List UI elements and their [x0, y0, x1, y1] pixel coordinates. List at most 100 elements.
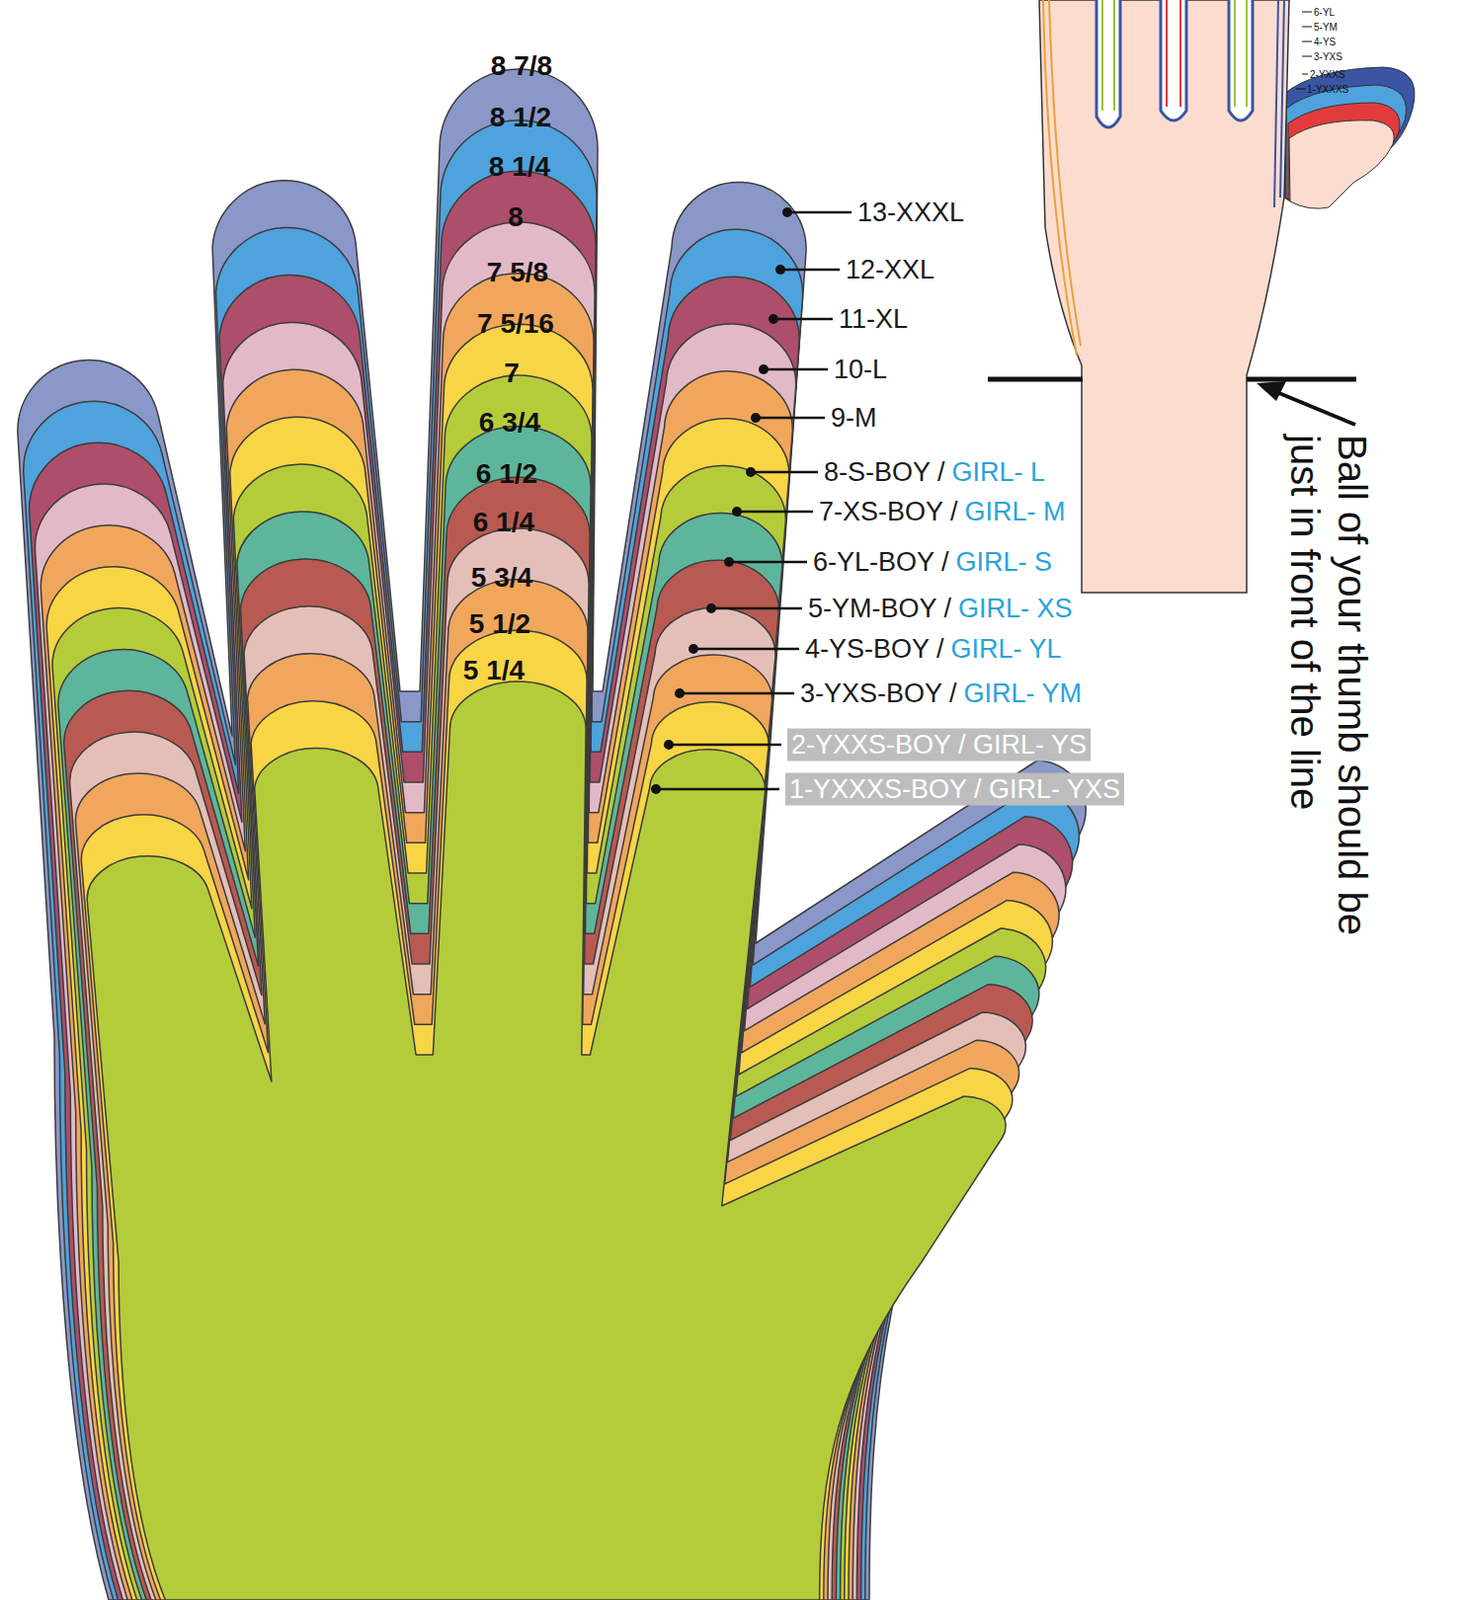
girl-size-label: GIRL- YM — [964, 678, 1083, 710]
glove-size-number: 6 1/4 — [473, 506, 535, 539]
inset-size-label: 3-YXS — [1313, 51, 1343, 63]
leader-line — [655, 788, 780, 792]
leader-dot — [782, 207, 793, 218]
glove-size-number: 5 1/4 — [463, 654, 525, 687]
leader-line — [755, 416, 825, 420]
inset-size-label: 1-YXXXS — [1306, 83, 1349, 95]
boy-size-label: 13-XXXL — [857, 197, 965, 229]
hand-size-outline — [40, 273, 1059, 1600]
hand-size-outline — [29, 170, 1073, 1600]
glove-size-number: 8 1/2 — [489, 101, 552, 134]
glove-size-number: 7 5/8 — [487, 256, 549, 288]
leader-line — [750, 471, 818, 475]
instruction-note: Ball of your thumb should be just in fro… — [1283, 434, 1375, 936]
instruction-note: Ball of your thumb should be just in fro… — [1281, 434, 1377, 988]
leader-line — [773, 318, 833, 322]
size-label-row: 8-S-BOY /GIRL- L — [823, 457, 1046, 488]
size-label-row: 4-YS-BOY /GIRL- YL — [805, 634, 1062, 665]
boy-size-label: 7-XS-BOY / — [818, 496, 959, 528]
hand-outlines — [17, 69, 1086, 1600]
inset-size-label: 2-YXXS — [1309, 69, 1346, 81]
leader-line — [787, 211, 852, 215]
inset-size-label: 5-YM — [1313, 21, 1338, 33]
glove-size-number: 6 1/4 — [473, 506, 535, 538]
glove-size-number: 7 5/16 — [477, 308, 555, 339]
inset-size-label: 1-YXXXS — [1306, 83, 1349, 95]
size-label-row: 1-YXXXS-BOY / GIRL- YXS — [785, 773, 1125, 807]
girl-size-label: GIRL- YL — [951, 634, 1062, 665]
glove-size-number: 5 3/4 — [471, 562, 533, 594]
leader-dot — [745, 467, 756, 478]
size-label-row: 7-XS-BOY /GIRL- M — [818, 496, 1066, 528]
leader-line — [679, 692, 795, 696]
glove-size-number: 8 1/2 — [489, 101, 552, 133]
boy-size-label: 6-YL-BOY / — [812, 547, 950, 578]
leader-dot — [663, 739, 674, 750]
glove-size-number: 6 3/4 — [479, 406, 541, 439]
boy-size-label: 8-S-BOY / — [823, 457, 946, 488]
arrow-head — [1256, 381, 1287, 402]
glove-size-number: 5 1/2 — [469, 608, 531, 641]
size-label-row: 3-YXS-BOY /GIRL- YM — [800, 678, 1082, 710]
wrist-line — [1246, 377, 1357, 383]
boy-size-label: 12-XXL — [845, 254, 935, 286]
hand-size-outline — [52, 375, 1047, 1600]
glove-size-number: 5 1/2 — [469, 608, 531, 640]
boy-size-label: 4-YS-BOY / — [805, 634, 945, 665]
leader-dot — [731, 506, 742, 517]
boy-size-label: 10-L — [833, 354, 888, 386]
size-label-row: 12-XXL — [845, 254, 935, 286]
size-label-row: 2-YXXS-BOY / GIRL- YS — [787, 729, 1091, 762]
boy-size-label: 3-YXS-BOY / — [800, 678, 958, 710]
size-label-row: 6-YL-BOY /GIRL- S — [812, 547, 1053, 578]
glove-size-number: 5 3/4 — [471, 562, 533, 593]
inset-size-label: 6-YL — [1313, 6, 1335, 18]
glove-size-number: 6 1/2 — [476, 458, 538, 490]
glove-size-number: 8 7/8 — [490, 50, 553, 82]
boy-size-label: 9-M — [830, 403, 878, 434]
leader-dot — [758, 364, 769, 375]
inset-size-label: 5-YM — [1313, 21, 1338, 33]
girl-size-label: GIRL- M — [965, 496, 1066, 528]
hand-size-outline — [17, 69, 1086, 1600]
leader-dot — [706, 603, 717, 614]
girl-size-label: GIRL- L — [952, 457, 1047, 488]
hand-size-outline — [70, 528, 1027, 1600]
hand-size-outline — [34, 222, 1065, 1600]
inset-size-label: 4-YS — [1313, 36, 1336, 48]
size-label-row: 10-L — [833, 354, 888, 386]
leader-line — [711, 607, 803, 611]
glove-size-number: 8 1/4 — [488, 151, 551, 183]
boy-size-label: 5-YM-BOY / — [808, 593, 952, 625]
leader-line — [736, 510, 813, 514]
pointer-arrow — [1274, 391, 1356, 425]
glove-size-number: 7 5/8 — [487, 256, 549, 289]
glove-size-number: 8 7/8 — [490, 50, 553, 82]
boy-size-label: 11-XL — [838, 304, 908, 335]
hand-size-outline — [86, 681, 1006, 1600]
leader-dot — [688, 644, 699, 654]
glove-size-number: 5 1/4 — [463, 654, 525, 686]
leader-dot — [650, 784, 661, 795]
leader-dot — [724, 557, 734, 568]
inset-size-label: 6-YL — [1313, 6, 1335, 18]
boy-size-label: 1-YXXXS-BOY / GIRL- YXS — [785, 773, 1125, 807]
leader-dot — [768, 314, 779, 325]
inset-size-label: 2-YXXS — [1309, 69, 1346, 81]
boy-size-label: 2-YXXS-BOY / GIRL- YS — [787, 729, 1091, 762]
glove-size-number: 7 — [503, 357, 520, 389]
hand-size-outline — [64, 477, 1033, 1600]
glove-size-number: 6 3/4 — [479, 406, 541, 438]
glove-size-number: 8 — [507, 201, 524, 234]
inset-size-label: 3-YXS — [1313, 51, 1343, 63]
leader-line — [693, 648, 800, 651]
size-label-row: 5-YM-BOY /GIRL- XS — [808, 593, 1073, 625]
hand-size-outline — [46, 324, 1053, 1600]
leader-dot — [750, 412, 761, 423]
glove-size-number: 8 — [507, 201, 524, 233]
leader-line — [780, 268, 840, 272]
glove-size-number: 6 1/2 — [476, 458, 538, 489]
girl-size-label: GIRL- S — [956, 547, 1054, 578]
size-label-row: 11-XL — [838, 304, 908, 335]
